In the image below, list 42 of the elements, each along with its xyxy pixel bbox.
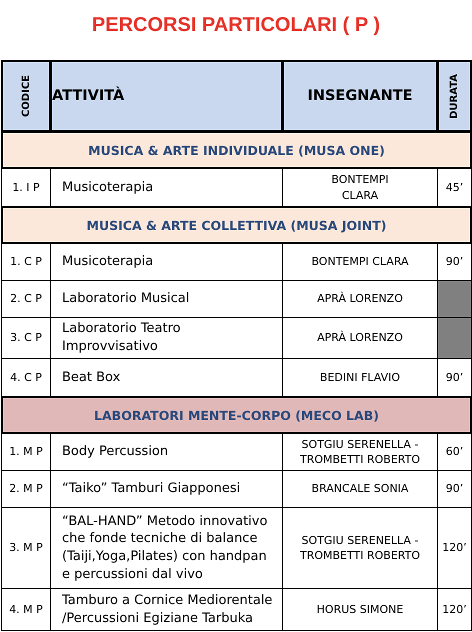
column-header: DURATA <box>449 74 460 118</box>
duration: 90’ <box>446 481 464 497</box>
activity-code: 2. C P <box>10 291 42 307</box>
activity-name: “BAL-HAND” Metodo innovativo che fonde tecniche di balance (Taiji,Yoga,Pilates) con handpan e percussioni dal vivo <box>61 512 268 584</box>
duration: 90’ <box>446 370 464 386</box>
activity-name: Musicoterapia <box>61 253 154 271</box>
teacher-name: SOTGIU SERENELLA - TROMBETTI ROBERTO <box>298 436 421 468</box>
teacher-name: BONTEMPI CLARA <box>330 172 390 203</box>
teacher-name: SOTGIU SERENELLA - TROMBETTI ROBERTO <box>298 532 421 564</box>
teacher-name: APRÀ LORENZO <box>317 330 403 346</box>
activity-code: 1. I P <box>12 180 40 196</box>
column-header: INSEGNANTE <box>307 88 413 104</box>
duration: 45’ <box>446 180 464 196</box>
activity-code: 4. M P <box>9 602 43 618</box>
duration: 90’ <box>446 254 464 270</box>
activity-name: Beat Box <box>61 368 122 386</box>
activity-code: 1. C P <box>10 254 42 270</box>
section-title: MUSICA & ARTE INDIVIDUALE (MUSA ONE) <box>88 142 385 158</box>
teacher-name: BRANCALE SONIA <box>312 481 408 497</box>
teacher-name: APRÀ LORENZO <box>317 291 403 307</box>
teacher-name: HORUS SIMONE <box>316 602 404 618</box>
activity-code: 1. M P <box>9 444 43 460</box>
duration: 60’ <box>446 444 464 460</box>
activity-name: Musicoterapia <box>61 178 154 196</box>
activity-code: 4. C P <box>10 370 42 386</box>
activity-code: 3. C P <box>10 330 42 346</box>
activity-code: 3. M P <box>9 540 43 556</box>
section-title: LABORATORI MENTE-CORPO (MECO LAB) <box>94 408 379 422</box>
section-title: MUSICA & ARTE COLLETTIVA (MUSA JOINT) <box>86 218 386 232</box>
activity-name: Body Percussion <box>61 443 170 461</box>
column-header: CODICE <box>20 74 32 118</box>
duration: 120’ <box>442 540 467 556</box>
column-header: ATTIVITÀ <box>52 88 124 104</box>
activity-name: Laboratorio Teatro Improvvisativo <box>61 320 182 356</box>
activity-name: Tamburo a Cornice Mediorentale /Percussioni Egiziane Tarbuka <box>61 592 274 628</box>
activity-name: “Taiko” Tamburi Giapponesi <box>61 480 242 498</box>
teacher-name: BEDINI FLAVIO <box>320 370 400 386</box>
teacher-name: BONTEMPI CLARA <box>311 254 409 270</box>
activity-name: Laboratorio Musical <box>61 290 190 308</box>
title: PERCORSI PARTICOLARI ( P ) <box>92 14 380 36</box>
duration: 120’ <box>442 602 467 618</box>
activity-code: 2. M P <box>9 481 43 497</box>
